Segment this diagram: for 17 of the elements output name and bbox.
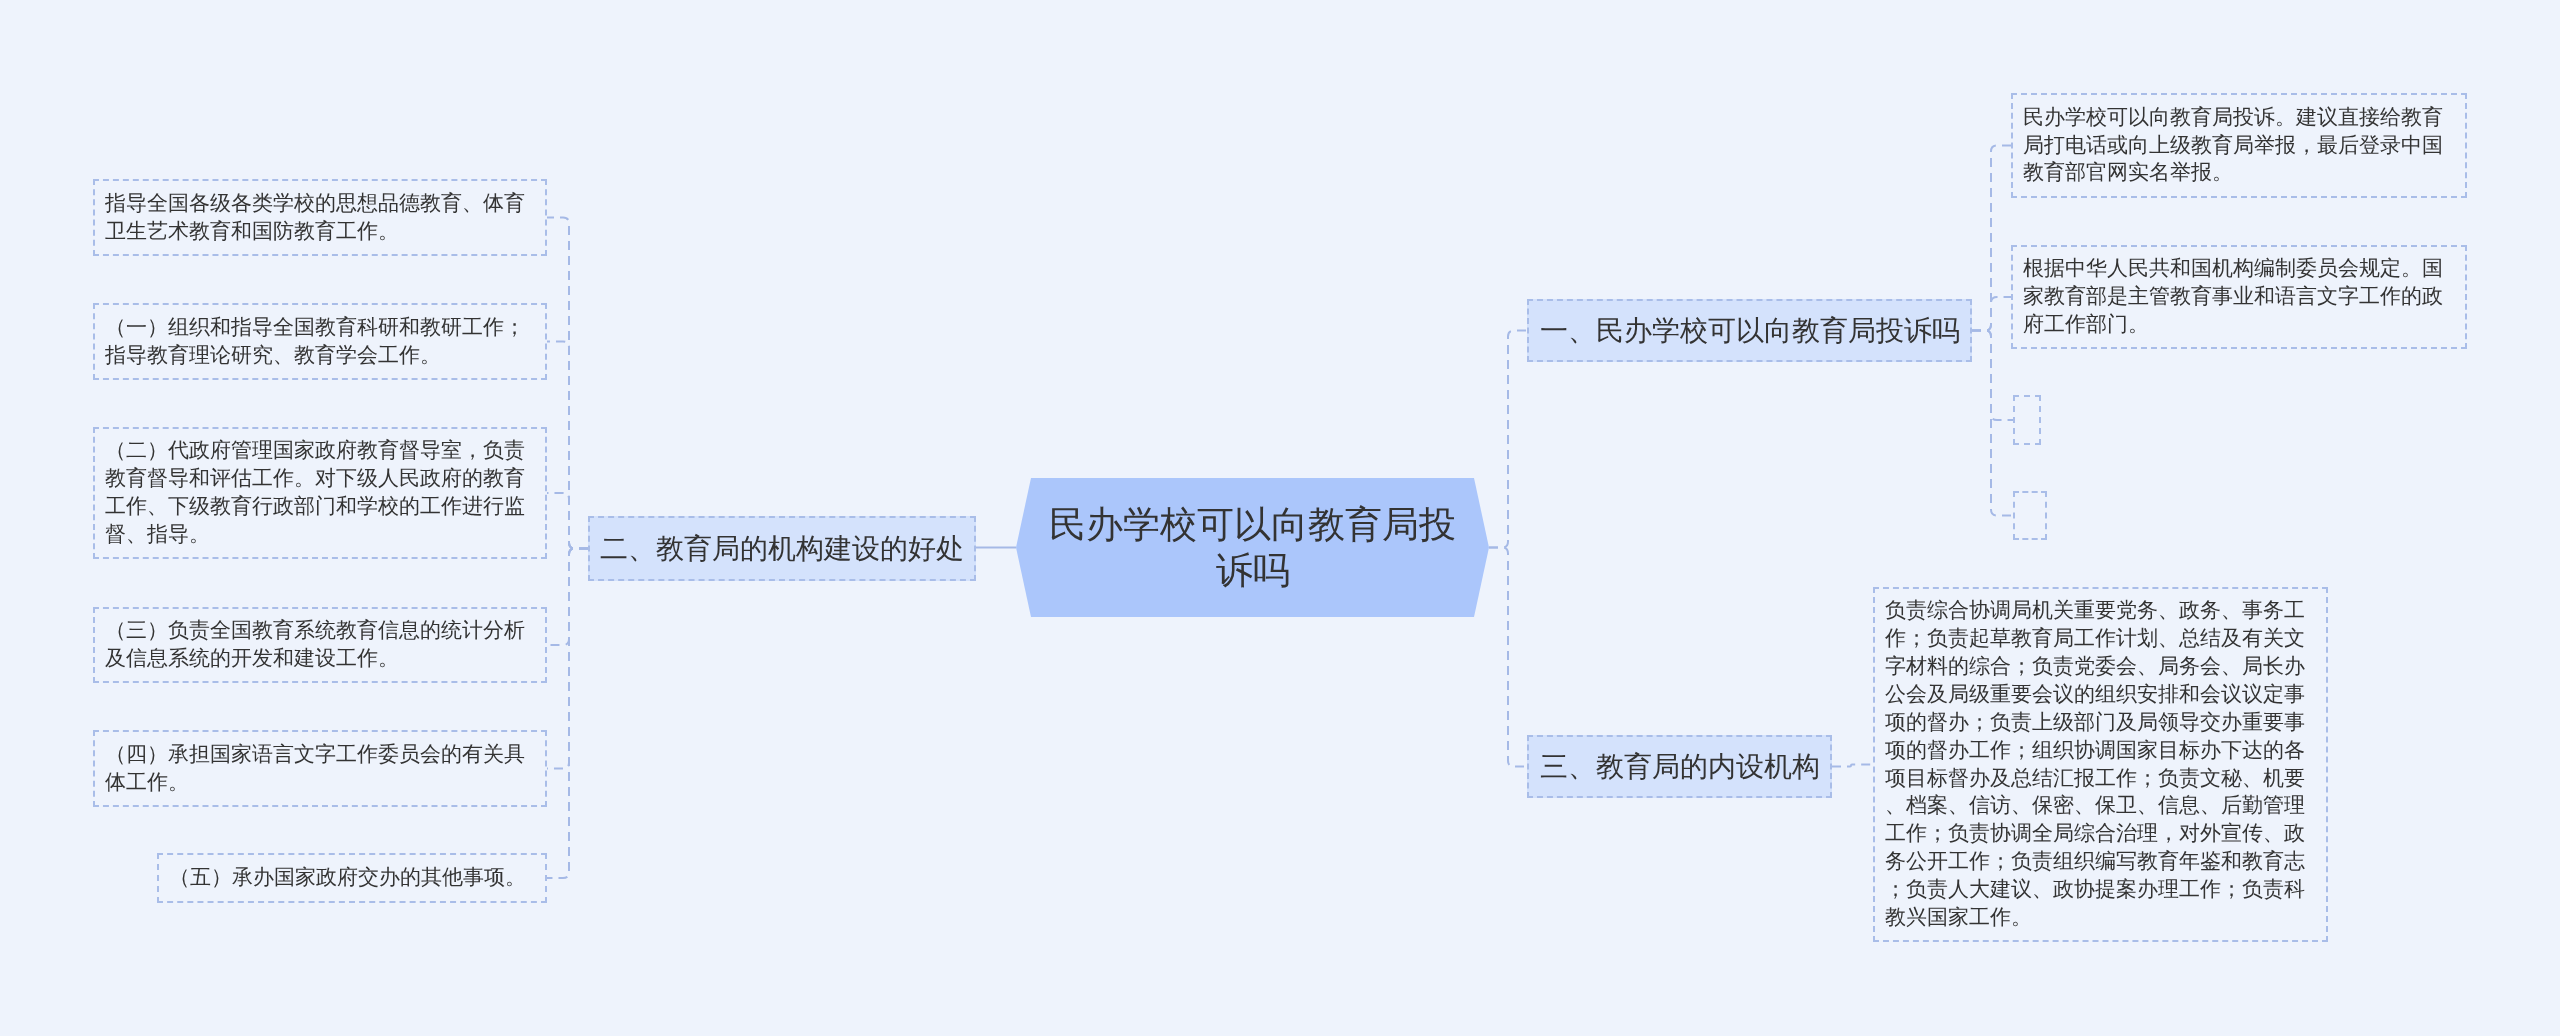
branch-box: 二、教育局的机构建设的好处 — [588, 516, 976, 581]
note-box: 民办学校可以向教育局投诉。建议直接给教育局打电话或向上级教育局举报，最后登录中国教育部官网实名举报。 — [2011, 93, 2467, 198]
note-box: 根据中华人民共和国机构编制委员会规定。国家教育部是主管教育事业和语言文字工作的政府工作部门。 — [2011, 245, 2467, 349]
branch-box: 三、教育局的内设机构 — [1527, 735, 1832, 798]
connector-line — [546, 547, 589, 879]
note-box: 负责综合协调局机关重要党务、政务、事务工作；负责起草教育局工作计划、总结及有关文字材料的综合；负责党委会、局务会、局长办公会及局级重要会议的组织安排和会议议定事项的督办；负责上级部门及局领导交办重要事项的督办工作；组织协调国家目标办下达的各项目标督办及总结汇报工作；负责文秘、机要、档案、信访、保密、保卫、信息、后勤管理工作；负责协调全局综合治理，对外宣传、政务公开工作；负责组织编写教育年鉴和教育志；负责人大建议、政协提案办理工作；负责科教兴国家工作。 — [1873, 587, 2328, 942]
branch-box: 一、民办学校可以向教育局投诉吗 — [1527, 299, 1972, 362]
note-box: （一）组织和指导全国教育科研和教研工作；指导教育理论研究、教育学会工作。 — [93, 303, 547, 380]
empty-box — [2013, 395, 2041, 445]
note-box: 指导全国各级各类学校的思想品德教育、体育卫生艺术教育和国防教育工作。 — [93, 179, 547, 256]
note-box: （二）代政府管理国家政府教育督导室，负责教育督导和评估工作。对下级人民政府的教育工作、下级教育行政部门和学校的工作进行监督、指导。 — [93, 427, 547, 559]
empty-box — [2013, 491, 2047, 540]
note-box: （三）负责全国教育系统教育信息的统计分析及信息系统的开发和建设工作。 — [93, 607, 547, 683]
connector-line — [975, 546, 1017, 549]
note-box: （四）承担国家语言文字工作委员会的有关具体工作。 — [93, 730, 547, 807]
topic-hexagon: 民办学校可以向教育局投诉吗 — [1016, 478, 1489, 617]
note-box: （五）承办国家政府交办的其他事项。 — [157, 853, 547, 903]
